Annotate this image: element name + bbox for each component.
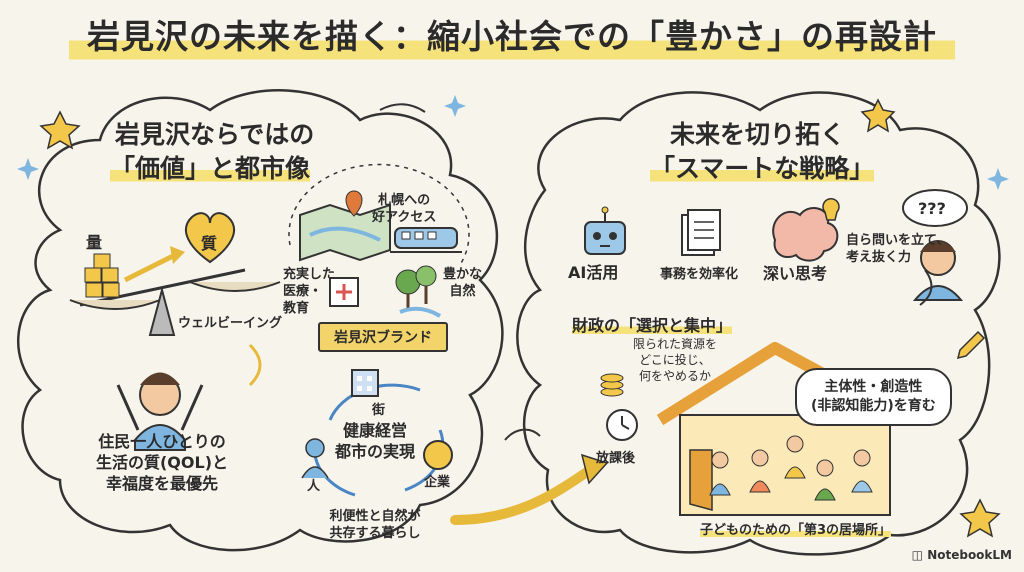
page-title: 岩見沢の未来を描く：縮小社会での「豊かさ」の再設計 <box>69 8 955 64</box>
qol-line2: 生活の質(QOL)と <box>95 453 229 472</box>
coexist-line1: 利便性と自然が <box>329 509 421 524</box>
star-icon <box>39 110 81 150</box>
brain-icon <box>772 207 839 262</box>
think-text: 自ら問いを立て、 考え抜く力 <box>846 232 949 266</box>
star-icon <box>860 98 896 133</box>
finance-label: 財政の「選択と集中」 <box>572 315 733 336</box>
right-heading-line1: 未来を切り拓く <box>670 120 846 149</box>
curved-arrow-icon <box>248 343 262 387</box>
balance-scale-icon <box>69 246 281 336</box>
credit-label: ◫ NotebookLM <box>912 548 1012 562</box>
medical-line2: 医療・ <box>283 284 323 299</box>
resources-line1: 限られた資源を <box>632 337 717 351</box>
heart-icon <box>185 212 235 264</box>
curved-arrow-icon <box>919 269 933 306</box>
speech-bubble: 主体性・創造性 (非認知能力)を育む <box>795 368 952 426</box>
resources-text: 限られた資源を どこに投じ、 何をやめるか <box>625 336 725 384</box>
scale-quality-label: 質 <box>201 234 218 253</box>
sparkle-icon <box>987 168 1009 190</box>
resources-line2: どこに投じ、 <box>639 353 711 367</box>
resources-line3: 何をやめるか <box>638 369 711 383</box>
bubble-line2: (非認知能力)を育む <box>811 398 936 414</box>
sparkle-icon <box>444 95 466 117</box>
deep-thinking-label: 深い思考 <box>763 264 828 283</box>
qol-line3: 幸福度を最優先 <box>105 474 218 493</box>
cycle-center-line2: 都市の実現 <box>334 442 415 461</box>
third-place-label: 子どものための「第3の居場所」 <box>700 522 892 539</box>
after-school-label: 放課後 <box>596 451 636 466</box>
think-line2: 考え抜く力 <box>846 250 912 265</box>
thinking-child-icon <box>902 189 968 301</box>
access-line1: 札幌への <box>378 193 431 208</box>
right-cloud-outline <box>516 91 1001 556</box>
scale-quantity-label: 量 <box>86 233 103 252</box>
star-icon <box>959 498 1001 538</box>
cycle-center-line1: 健康経営 <box>342 421 407 440</box>
third-place-highlight: 子どものための「第3の居場所」 <box>700 523 892 538</box>
cycle-people-label: 人 <box>307 479 321 494</box>
medical-line3: 教育 <box>283 301 310 316</box>
sparkle-icon <box>17 158 39 180</box>
brand-ribbon: 岩見沢ブランド <box>318 322 448 352</box>
question-marks: ??? <box>918 199 946 218</box>
credit-text: NotebookLM <box>927 548 1012 562</box>
nature-line1: 豊かな <box>443 267 483 282</box>
cycle-town-label: 街 <box>372 403 386 418</box>
hospital-icon <box>329 277 359 307</box>
cycle-company-label: 企業 <box>424 475 451 490</box>
happy-person-icon <box>116 372 204 451</box>
swirl-arrow-icon <box>379 103 426 113</box>
wellbeing-label: ウェルビーイング <box>178 316 283 331</box>
cycle-center-text: 健康経営 都市の実現 <box>330 420 420 462</box>
arrow-head-icon <box>580 453 609 485</box>
right-heading-line2: 「スマートな戦略」 <box>650 152 875 186</box>
qol-line1: 住民一人ひとりの <box>98 432 226 451</box>
medical-line1: 充実した <box>283 267 336 282</box>
coexist-line2: 共存する暮らし <box>329 526 421 541</box>
robot-icon <box>584 206 626 255</box>
think-line1: 自ら問いを立て、 <box>846 233 950 248</box>
swirl-arrow-icon <box>504 428 541 441</box>
lightbulb-icon <box>822 197 840 221</box>
finance-highlight: 財政の「選択と集中」 <box>572 316 733 335</box>
medical-label: 充実した 医療・ 教育 <box>283 266 335 317</box>
ai-label: AI活用 <box>568 263 619 282</box>
right-heading-highlight: 「スマートな戦略」 <box>650 154 875 183</box>
nature-line2: 自然 <box>449 284 476 299</box>
left-heading-line2: 「価値」と都市像 <box>110 152 311 186</box>
notebook-icon: ◫ <box>911 548 923 562</box>
documents-icon <box>681 209 721 256</box>
efficiency-label: 事務を効率化 <box>660 267 739 282</box>
access-line2: 好アクセス <box>372 210 437 225</box>
title-area: 岩見沢の未来を描く：縮小社会での「豊かさ」の再設計 <box>0 8 1024 64</box>
access-label: 札幌への 好アクセス <box>372 192 436 226</box>
coins-icon <box>600 373 624 397</box>
connector-arrow <box>450 465 595 525</box>
cycle-diagram <box>301 369 453 497</box>
train-icon <box>390 227 462 253</box>
left-heading-highlight: 「価値」と都市像 <box>110 154 311 183</box>
qol-text: 住民一人ひとりの 生活の質(QOL)と 幸福度を最優先 <box>82 431 242 494</box>
left-heading-line1: 岩見沢ならではの <box>115 120 315 149</box>
clock-icon <box>606 409 638 441</box>
dashed-circle <box>288 163 470 266</box>
nature-icon <box>395 265 442 318</box>
map-icon <box>299 190 391 262</box>
left-cloud-outline <box>16 89 504 552</box>
nature-label: 豊かな 自然 <box>443 266 482 300</box>
pencil-icon <box>956 330 986 360</box>
coexist-text: 利便性と自然が 共存する暮らし <box>320 508 430 542</box>
bubble-line1: 主体性・創造性 <box>824 379 923 395</box>
